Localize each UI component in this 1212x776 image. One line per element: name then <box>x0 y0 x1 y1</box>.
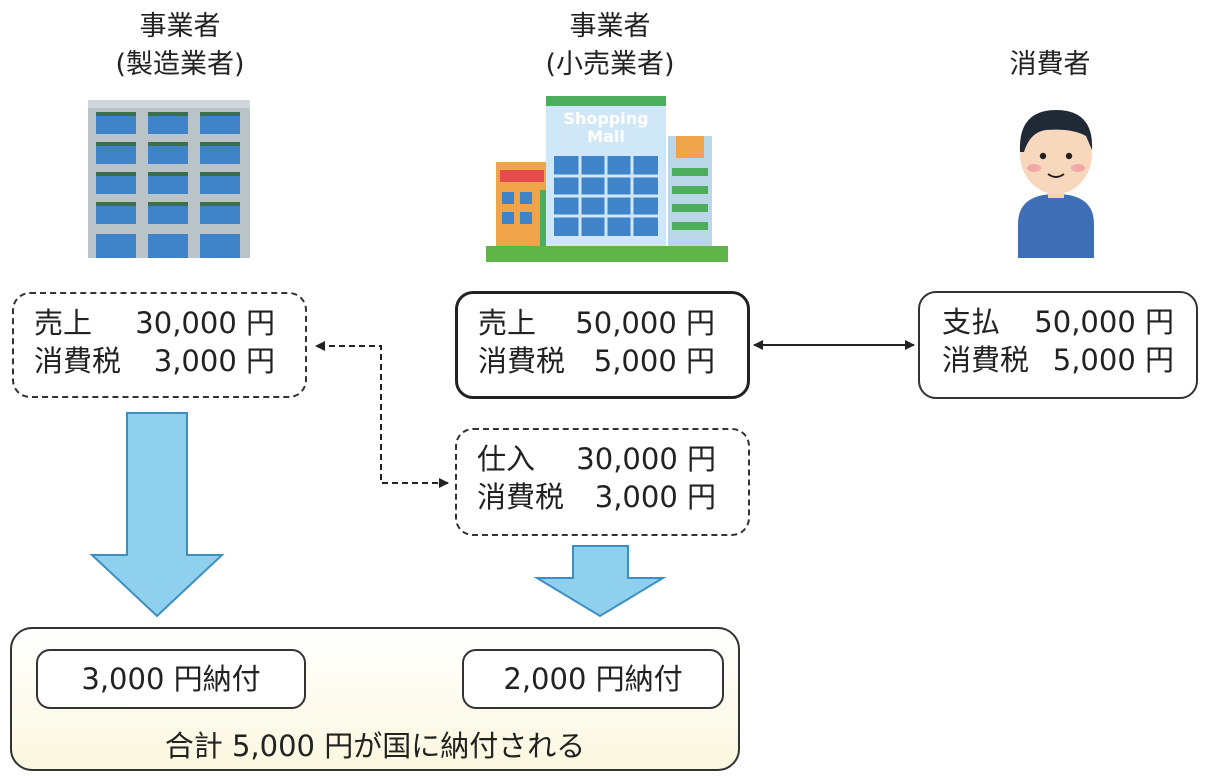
retailer-sales-row: 売上 50,000 円 <box>478 304 715 342</box>
retailer-label: 事業者 (小売業者) <box>490 8 730 84</box>
retailer-sales-value: 50,000 円 <box>575 306 715 340</box>
consumer-payment-key: 支払 <box>942 305 1001 339</box>
retailer-purchase-box: 仕入 30,000 円 消費税 3,000 円 <box>455 428 750 536</box>
retailer-subtitle: (小売業者) <box>545 49 675 80</box>
retailer-title: 事業者 <box>569 11 651 42</box>
manufacturer-sales-key: 売上 <box>34 306 93 340</box>
manufacturer-sales-box: 売上 30,000 円 消費税 3,000 円 <box>12 292 307 398</box>
consumer-person-icon <box>1018 110 1094 258</box>
manufacturer-tax-key: 消費税 <box>34 344 122 378</box>
retailer-purchase-row: 仕入 30,000 円 <box>477 440 716 478</box>
retailer-purchase-key: 仕入 <box>477 442 536 476</box>
manufacturer-sales-value: 30,000 円 <box>135 306 275 340</box>
consumer-tax-key: 消費税 <box>942 343 1030 377</box>
retailer-tax-key: 消費税 <box>478 344 566 378</box>
retailer-purchase-value: 30,000 円 <box>576 442 716 476</box>
total-payment-label: 合計 5,000 円が国に納付される <box>164 729 586 763</box>
retailer-tax-value: 5,000 円 <box>593 344 715 378</box>
retailer-tax-row: 消費税 5,000 円 <box>478 342 715 380</box>
mall-sign-line1: Shopping <box>563 109 649 128</box>
consumer-tax-value: 5,000 円 <box>1052 343 1174 377</box>
retailer-payment-arrow <box>533 545 667 618</box>
retailer-sales-box: 売上 50,000 円 消費税 5,000 円 <box>455 291 750 399</box>
manufacturer-purchase-link <box>315 341 449 488</box>
consumer-label: 消費者 <box>930 46 1170 84</box>
mall-sign: Shopping Mall <box>554 110 658 146</box>
consumer-title: 消費者 <box>1009 49 1091 80</box>
retailer-sales-key: 売上 <box>478 306 537 340</box>
manufacturer-tax-value: 3,000 円 <box>153 344 275 378</box>
retailer-payment-label: 2,000 円納付 <box>462 649 724 709</box>
consumer-payment-box: 支払 50,000 円 消費税 5,000 円 <box>918 291 1198 399</box>
manufacturer-sales-row: 売上 30,000 円 <box>34 304 275 342</box>
manufacturer-label: 事業者 (製造業者) <box>60 8 300 84</box>
retailer-purchase-tax-value: 3,000 円 <box>594 480 716 514</box>
mall-sign-line2: Mall <box>587 127 625 146</box>
retailer-purchase-tax-row: 消費税 3,000 円 <box>477 478 716 516</box>
consumer-payment-row: 支払 50,000 円 <box>942 303 1174 341</box>
manufacturer-payment-arrow <box>89 412 225 618</box>
consumer-payment-value: 50,000 円 <box>1034 305 1174 339</box>
consumer-tax-row: 消費税 5,000 円 <box>942 341 1174 379</box>
retailer-purchase-tax-key: 消費税 <box>477 480 565 514</box>
manufacturer-title: 事業者 <box>139 11 221 42</box>
manufacturer-tax-row: 消費税 3,000 円 <box>34 342 275 380</box>
manufacturer-subtitle: (製造業者) <box>115 49 245 80</box>
factory-building-icon <box>88 100 250 258</box>
tax-payment-summary: 3,000 円納付 2,000 円納付 合計 5,000 円が国に納付される <box>10 627 740 771</box>
shopping-mall-icon: Shopping Mall <box>486 96 728 262</box>
manufacturer-payment-label: 3,000 円納付 <box>36 649 306 709</box>
